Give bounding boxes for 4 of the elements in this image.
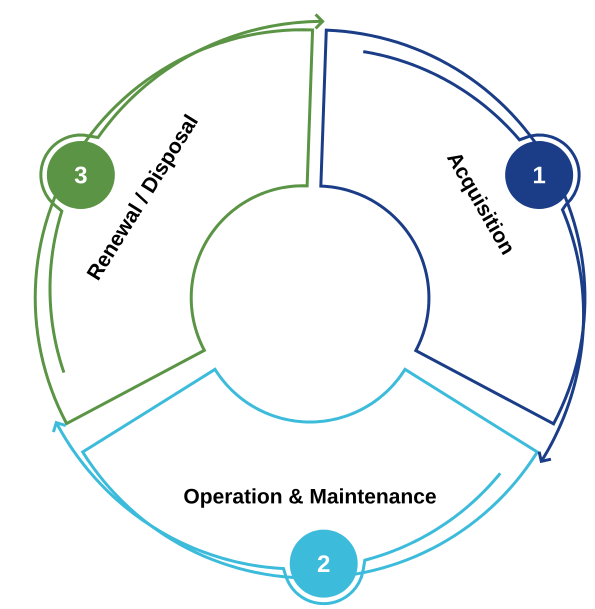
- number-badge: 2: [290, 530, 358, 598]
- arrow: [39, 13, 325, 374]
- arrow: [362, 50, 586, 464]
- arrow: [52, 420, 502, 606]
